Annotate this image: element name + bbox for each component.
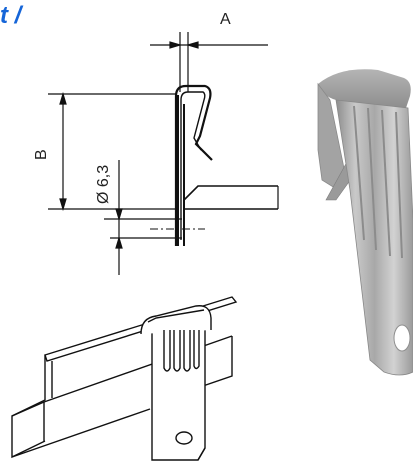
page-heading: t / (0, 2, 22, 29)
clip-photo (317, 69, 413, 376)
dimension-b-label: B (33, 149, 50, 160)
diameter-label: Ø 6,3 (95, 165, 112, 204)
technical-cross-section-drawing: A B Ø 6,3 (33, 11, 279, 275)
dimension-a-label: A (220, 11, 231, 28)
isometric-clip-on-angle-drawing (11, 296, 238, 461)
